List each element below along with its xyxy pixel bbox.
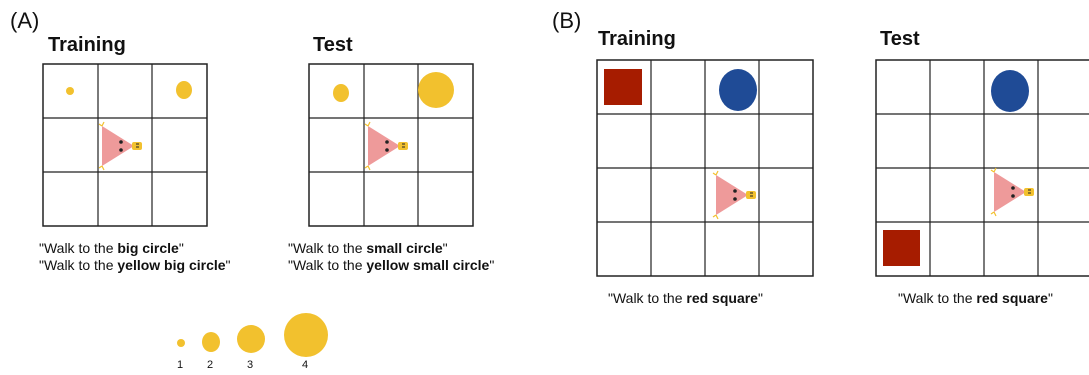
- panel-a-test-caption: "Walk to the small circle" "Walk to the …: [288, 240, 494, 274]
- panel-a-test-grid: [308, 63, 474, 227]
- size-label-2: 2: [207, 359, 214, 371]
- size-1-circle: [177, 339, 185, 347]
- big-circle: [418, 72, 454, 108]
- size-label-4: 4: [302, 359, 309, 371]
- panel-b-training-grid: [596, 59, 814, 277]
- small-circle: [333, 84, 349, 102]
- red-square: [604, 69, 642, 105]
- agent: [712, 170, 757, 220]
- panel-a-label: (A): [10, 8, 40, 33]
- agent: [990, 167, 1035, 217]
- size-3-circle: [237, 325, 265, 353]
- agent: [98, 121, 143, 171]
- size-2-circle: [202, 332, 220, 352]
- caption-line: "Walk to the yellow small circle": [288, 257, 495, 273]
- panel-b-test-grid: [875, 59, 1089, 277]
- panel-a-test-title: Test: [313, 34, 353, 56]
- caption-line: "Walk to the yellow big circle": [39, 257, 231, 273]
- big-circle: [176, 81, 192, 99]
- caption-line: "Walk to the big circle": [39, 240, 184, 256]
- agent: [364, 121, 409, 171]
- size-label-3: 3: [247, 359, 254, 371]
- panel-b-label: (B): [552, 8, 582, 33]
- panel-a-training-title: Training: [48, 34, 126, 56]
- small-circle: [66, 87, 74, 95]
- caption-line: "Walk to the small circle": [288, 240, 448, 256]
- size-label-1: 1: [177, 359, 184, 371]
- panel-b-training-caption: "Walk to the red square": [608, 290, 763, 306]
- panel-b-test-caption: "Walk to the red square": [898, 290, 1053, 306]
- blue-circle: [719, 69, 757, 111]
- panel-a-training-caption: "Walk to the big circle" "Walk to the ye…: [39, 240, 231, 274]
- size-legend: [177, 313, 328, 357]
- blue-circle: [991, 70, 1029, 112]
- red-square: [883, 230, 920, 266]
- panel-b-test-title: Test: [880, 28, 920, 50]
- panel-b-training-title: Training: [598, 28, 676, 50]
- panel-a-training-grid: [42, 63, 208, 227]
- size-4-circle: [284, 313, 328, 357]
